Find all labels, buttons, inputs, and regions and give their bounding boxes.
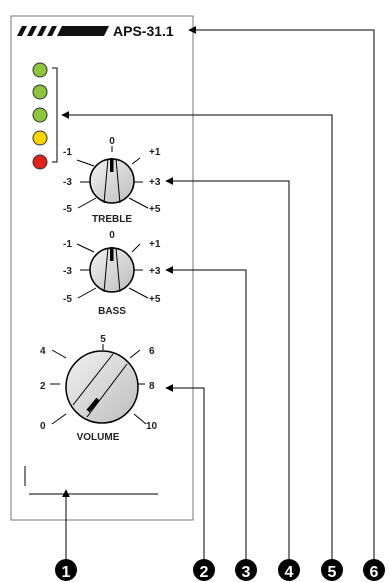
- led-3: [32, 107, 48, 123]
- bass-scale-plus5: +5: [149, 294, 161, 305]
- callout-6: 6: [363, 559, 385, 581]
- bass-scale-plus3: +3: [149, 266, 161, 277]
- callout-3-number: 3: [242, 564, 251, 581]
- volume-scale-5: 5: [100, 334, 106, 345]
- volume-scale-2: 2: [40, 381, 46, 392]
- leader-3: [165, 266, 247, 560]
- callout-4: 4: [278, 559, 300, 581]
- treble-scale-minus3: -3: [63, 177, 72, 188]
- callout-1: 1: [55, 559, 77, 581]
- callout-4-number: 4: [285, 564, 294, 581]
- callout-2-number: 2: [200, 564, 209, 581]
- callout-leaders: [61, 26, 375, 560]
- treble-scale-plus5: +5: [149, 204, 161, 215]
- callout-2: 2: [193, 559, 215, 581]
- volume-scale-4: 4: [40, 346, 46, 357]
- led-4: [32, 130, 48, 146]
- treble-scale-minus1: -1: [63, 147, 72, 158]
- bass-knob-group: 0 -1 -3 -5 +1 +3 +5 BASS: [63, 230, 161, 317]
- led-1: [32, 62, 48, 78]
- volume-label: VOLUME: [77, 432, 120, 443]
- model-title: APS-31.1: [113, 23, 174, 39]
- callout-6-number: 6: [370, 564, 379, 581]
- leader-4: [165, 177, 290, 560]
- volume-pointer: [86, 397, 100, 413]
- treble-scale-minus5: -5: [63, 204, 72, 215]
- callout-1-number: 1: [62, 564, 71, 581]
- treble-scale-0: 0: [109, 136, 115, 147]
- led-2: [32, 84, 48, 100]
- bass-scale-minus1: -1: [63, 239, 72, 250]
- volume-scale-6: 6: [149, 346, 155, 357]
- led-5: [32, 154, 48, 170]
- bass-label: BASS: [98, 306, 126, 317]
- volume-scale-8: 8: [149, 381, 155, 392]
- volume-scale-0: 0: [40, 421, 46, 432]
- leader-6: [188, 26, 375, 560]
- callout-5-number: 5: [328, 564, 337, 581]
- callout-3: 3: [235, 559, 257, 581]
- volume-knob[interactable]: [65, 350, 139, 424]
- volume-knob-group: 0 2 4 5 6 8 10 VOLUME: [40, 334, 158, 443]
- treble-scale-plus3: +3: [149, 177, 161, 188]
- bass-pointer: [110, 247, 114, 261]
- bass-scale-minus3: -3: [63, 266, 72, 277]
- bass-scale-minus5: -5: [63, 294, 72, 305]
- leader-5: [61, 111, 333, 560]
- bass-scale-0: 0: [109, 230, 115, 241]
- treble-pointer: [110, 158, 114, 172]
- bass-scale-plus1: +1: [149, 239, 161, 250]
- volume-scale-10: 10: [146, 421, 158, 432]
- leader-2: [165, 384, 205, 560]
- led-indicators: [32, 62, 48, 170]
- treble-scale-plus1: +1: [149, 147, 161, 158]
- treble-label: TREBLE: [92, 214, 132, 225]
- brand-logo: [17, 26, 109, 36]
- led-bracket: [52, 67, 58, 163]
- treble-knob-group: 0 -1 -3 -5 +1 +3 +5 TREBLE: [63, 136, 161, 225]
- callout-5: 5: [321, 559, 343, 581]
